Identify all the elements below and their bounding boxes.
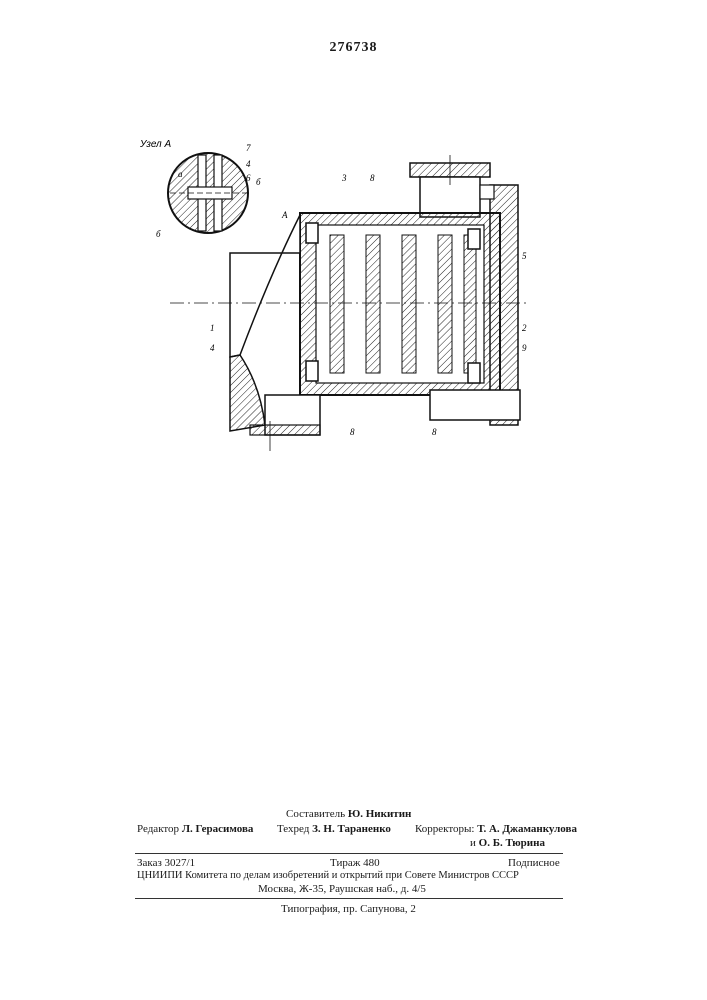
label-9: 9 (522, 343, 527, 353)
outlet-pipe (410, 155, 490, 217)
divider-top (135, 853, 563, 854)
techred-line: Техред З. Н. Тараненко (277, 823, 391, 835)
label-8-top: 8 (370, 173, 375, 183)
techred-label: Техред (277, 823, 309, 835)
compiler-name: Ю. Никитин (348, 808, 412, 820)
label-7: 7 (246, 143, 251, 153)
base-block (430, 390, 520, 420)
compiler-label: Составитель (286, 808, 345, 820)
address-line: Москва, Ж-35, Раушская наб., д. 4/5 (258, 883, 426, 895)
technical-drawing: Узел A a б б 7 4 6 A 3 8 5 1 4 2 9 8 8 (130, 125, 530, 455)
organization-line: ЦНИИПИ Комитета по делам изобретений и о… (137, 870, 519, 881)
printing-house: Типография, пр. Сапунова, 2 (281, 903, 416, 915)
detail-letter-a: a (178, 169, 183, 179)
editor-line: Редактор Л. Герасимова (137, 823, 253, 835)
detail-letter-b: б (256, 177, 261, 187)
corrector-2-line: и О. Б. Тюрина (470, 837, 545, 849)
label-6: 6 (246, 173, 251, 183)
label-2: 2 (522, 323, 527, 333)
subscription: Подписное (508, 857, 560, 869)
label-4: 4 (210, 343, 215, 353)
editor-name: Л. Герасимова (182, 823, 254, 835)
correctors-label: Корректоры: (415, 823, 474, 835)
compiler-line: Составитель Ю. Никитин (286, 808, 411, 820)
order-number: Заказ 3027/1 (137, 857, 195, 869)
editor-label: Редактор (137, 823, 179, 835)
corrector-1: Т. А. Джаманкулова (477, 823, 577, 835)
detail-title: Узел A (139, 139, 171, 150)
label-5: 5 (522, 251, 527, 261)
circulation: Тираж 480 (330, 857, 380, 869)
detail-view-a (168, 153, 248, 233)
techred-name: З. Н. Тараненко (312, 823, 391, 835)
divider-bottom (135, 898, 563, 899)
corrector-2-prefix: и (470, 837, 476, 849)
correctors-line: Корректоры: Т. А. Джаманкулова (415, 823, 577, 835)
label-3: 3 (341, 173, 347, 183)
label-1: 1 (210, 323, 215, 333)
label-A: A (281, 210, 288, 220)
patent-number: 276738 (0, 40, 707, 56)
label-8-bottom-2: 8 (432, 427, 437, 437)
label-4-detail: 4 (246, 159, 251, 169)
corrector-2: О. Б. Тюрина (479, 837, 545, 849)
label-8-bottom-1: 8 (350, 427, 355, 437)
detail-letter-b2: б (156, 229, 161, 239)
pump-housing (300, 213, 500, 395)
